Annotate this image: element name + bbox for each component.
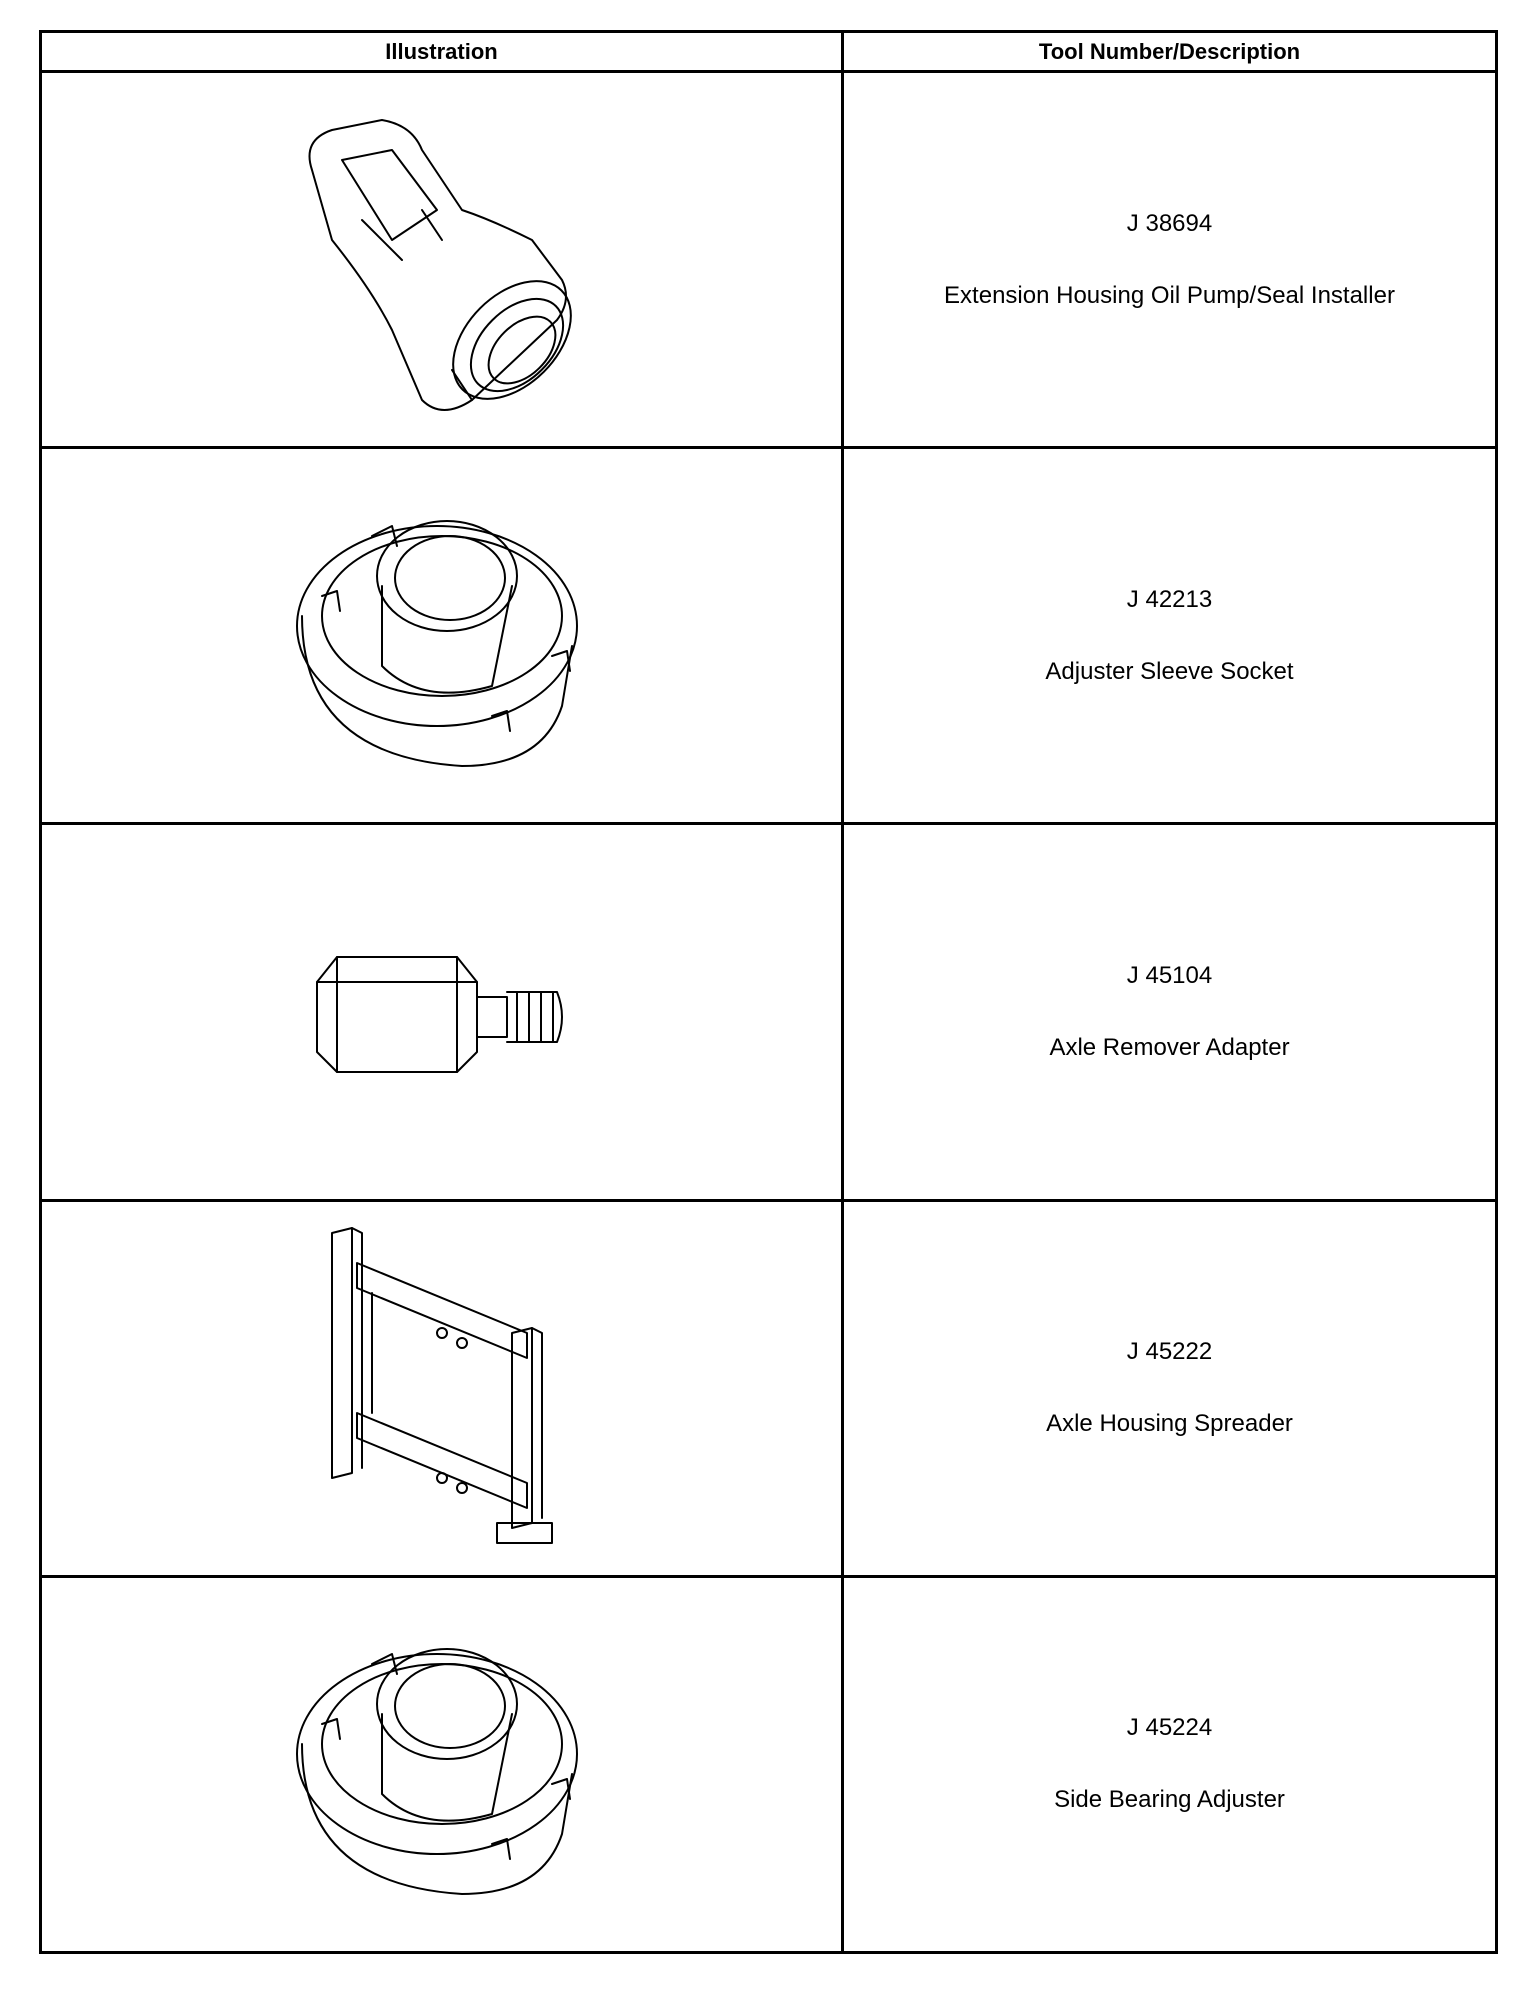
description-cell: J 45222 Axle Housing Spreader (841, 1198, 1498, 1578)
tool-number: J 45222 (1126, 1338, 1213, 1366)
table-row: J 45224 Side Bearing Adjuster (39, 1574, 1498, 1955)
illustration-header: Illustration (39, 29, 844, 74)
illustration-cell (39, 446, 844, 826)
description-cell: J 42213 Adjuster Sleeve Socket (841, 446, 1498, 826)
tool-table: Illustration Tool Number/Description J 3… (39, 29, 1498, 1955)
tool-number: J 45104 (1126, 961, 1213, 989)
description-cell: J 45104 Axle Remover Adapter (841, 822, 1498, 1202)
tool-description: Adjuster Sleeve Socket (1045, 657, 1294, 685)
bearing-adjuster-icon (295, 1648, 578, 1896)
adjuster-socket-icon (295, 519, 578, 767)
spreader-icon (330, 1227, 553, 1545)
tool-description: Extension Housing Oil Pump/Seal Installe… (944, 281, 1395, 309)
header-row: Illustration Tool Number/Description (39, 29, 1498, 74)
adapter-icon (315, 955, 563, 1073)
tool-number: J 42213 (1126, 585, 1213, 613)
tool-description: Axle Housing Spreader (1046, 1410, 1293, 1438)
table-row: J 38694 Extension Housing Oil Pump/Seal … (39, 70, 1498, 450)
tool-number: J 38694 (1126, 209, 1213, 237)
illustration-cell (39, 70, 844, 450)
tool-description: Side Bearing Adjuster (1054, 1786, 1285, 1814)
table-row: J 45222 Axle Housing Spreader (39, 1198, 1498, 1578)
illustration-cell (39, 1574, 844, 1955)
seal-installer-icon (308, 118, 572, 411)
description-cell: J 38694 Extension Housing Oil Pump/Seal … (841, 70, 1498, 450)
tool-number: J 45224 (1126, 1714, 1213, 1742)
illustration-cell (39, 822, 844, 1202)
illustration-cell (39, 1198, 844, 1578)
description-cell: J 45224 Side Bearing Adjuster (841, 1574, 1498, 1955)
tool-header: Tool Number/Description (841, 29, 1498, 74)
table-row: J 42213 Adjuster Sleeve Socket (39, 446, 1498, 826)
table-row: J 45104 Axle Remover Adapter (39, 822, 1498, 1202)
tool-description: Axle Remover Adapter (1049, 1033, 1290, 1061)
